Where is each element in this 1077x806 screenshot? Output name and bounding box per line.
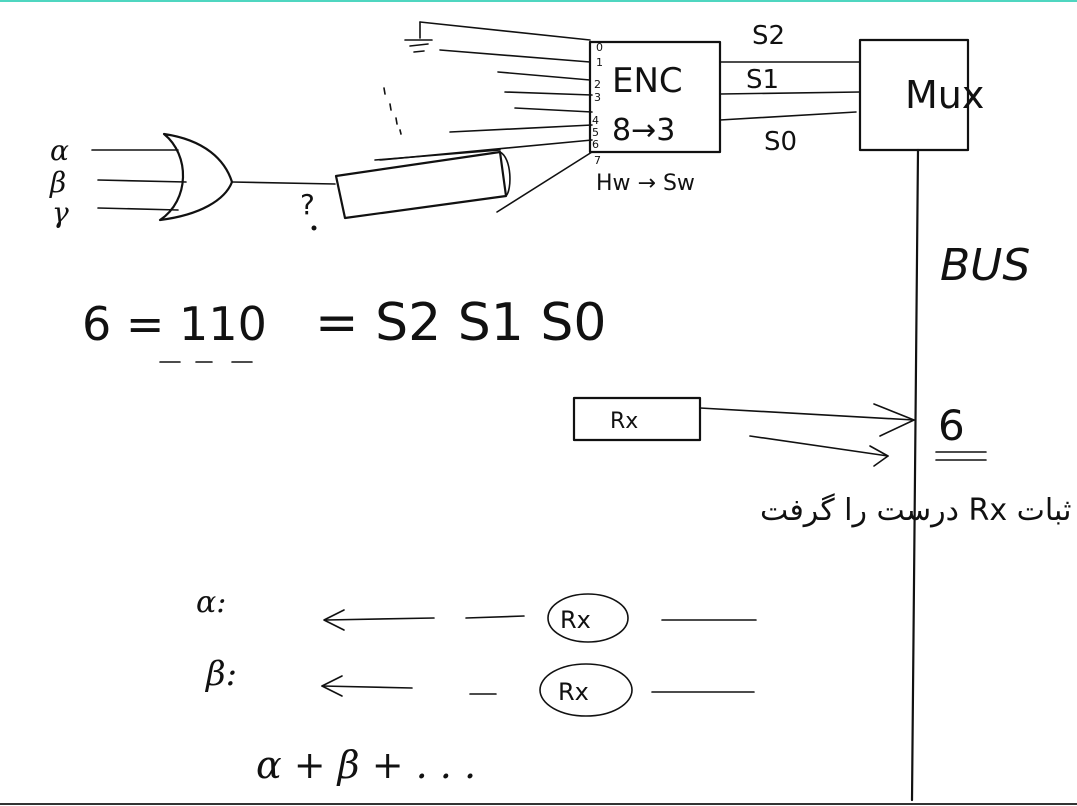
register-rx: Rx (572, 396, 915, 467)
encoder-input-numbers: 0 1 2 3 4 5 6 7 (592, 41, 603, 167)
register-label: Rx (610, 409, 638, 434)
mux-block: Mux (858, 38, 984, 152)
or-input-beta: β (49, 166, 66, 199)
enc-in-2: 2 (594, 78, 601, 91)
register-arrow-2 (749, 435, 889, 457)
row-beta-arrow (321, 685, 413, 689)
select-s1: S1 (746, 65, 779, 95)
question-mark: ? (300, 188, 315, 221)
or-gate-symbol (158, 132, 234, 222)
row-alpha-reg-circle (547, 593, 629, 643)
or-gate-group: α β γ ? (49, 132, 511, 231)
register-arrow-1 (699, 407, 915, 421)
encoder-box (588, 40, 722, 154)
persian-note: پرچم MOP کجای که ثبات Rx درست را گرفت (760, 493, 1077, 528)
row-alpha: α: Rx (196, 585, 757, 643)
dots-vertical (383, 87, 402, 135)
hw-sw-note: Hw → Sw (596, 171, 695, 196)
bus-label: BUS (940, 240, 1030, 291)
encoder-ratio: 8→3 (612, 113, 675, 148)
enc-in-1: 1 (596, 56, 603, 69)
select-s2: S2 (752, 21, 785, 51)
select-lines: S2 S1 S0 (719, 21, 861, 157)
row-alpha-arrow (325, 617, 435, 621)
equation-lhs: 6 = 110 (82, 297, 267, 351)
sum-expression-text: α + β + . . . (256, 743, 476, 787)
or-input-alpha: α (50, 134, 69, 167)
enc-in-4: 4 (592, 114, 599, 127)
enc-in-0: 0 (596, 41, 603, 54)
or-input-gamma: γ (52, 196, 69, 229)
select-s0: S0 (764, 127, 797, 157)
row-beta-label: β: (204, 654, 237, 694)
mux-label: Mux (905, 73, 984, 117)
enc-in-6: 6 (592, 138, 599, 151)
sum-expression: α + β + . . . (256, 743, 476, 787)
cylinder-connector (334, 150, 508, 220)
enc-in-5: 5 (592, 126, 599, 139)
row-alpha-label: α: (196, 585, 226, 620)
row-beta-reg: Rx (558, 678, 589, 706)
bus-line (910, 148, 920, 802)
bus-value: 6 (938, 401, 965, 450)
equation: 6 = 110 = S2 S1 S0 (82, 293, 606, 363)
row-beta-reg-circle (539, 663, 633, 717)
equation-rhs: = S2 S1 S0 (315, 293, 606, 353)
encoder-input-wires (379, 21, 593, 213)
bus: BUS 6 (910, 148, 1030, 802)
enc-in-7: 7 (594, 154, 601, 167)
bus-value-underline (935, 451, 987, 461)
ground-symbol (404, 21, 433, 53)
row-beta: β: Rx (204, 654, 755, 717)
row-alpha-reg: Rx (560, 606, 591, 634)
persian-note-text: پرچم MOP کجای که ثبات Rx درست را گرفت (760, 493, 1077, 528)
mux-box (858, 38, 970, 152)
register-box (572, 396, 702, 442)
encoder-title: ENC (612, 61, 683, 101)
encoder-block: 0 1 2 3 4 5 6 7 ENC 8→3 Hw → Sw (588, 40, 722, 196)
enc-in-3: 3 (594, 91, 601, 104)
